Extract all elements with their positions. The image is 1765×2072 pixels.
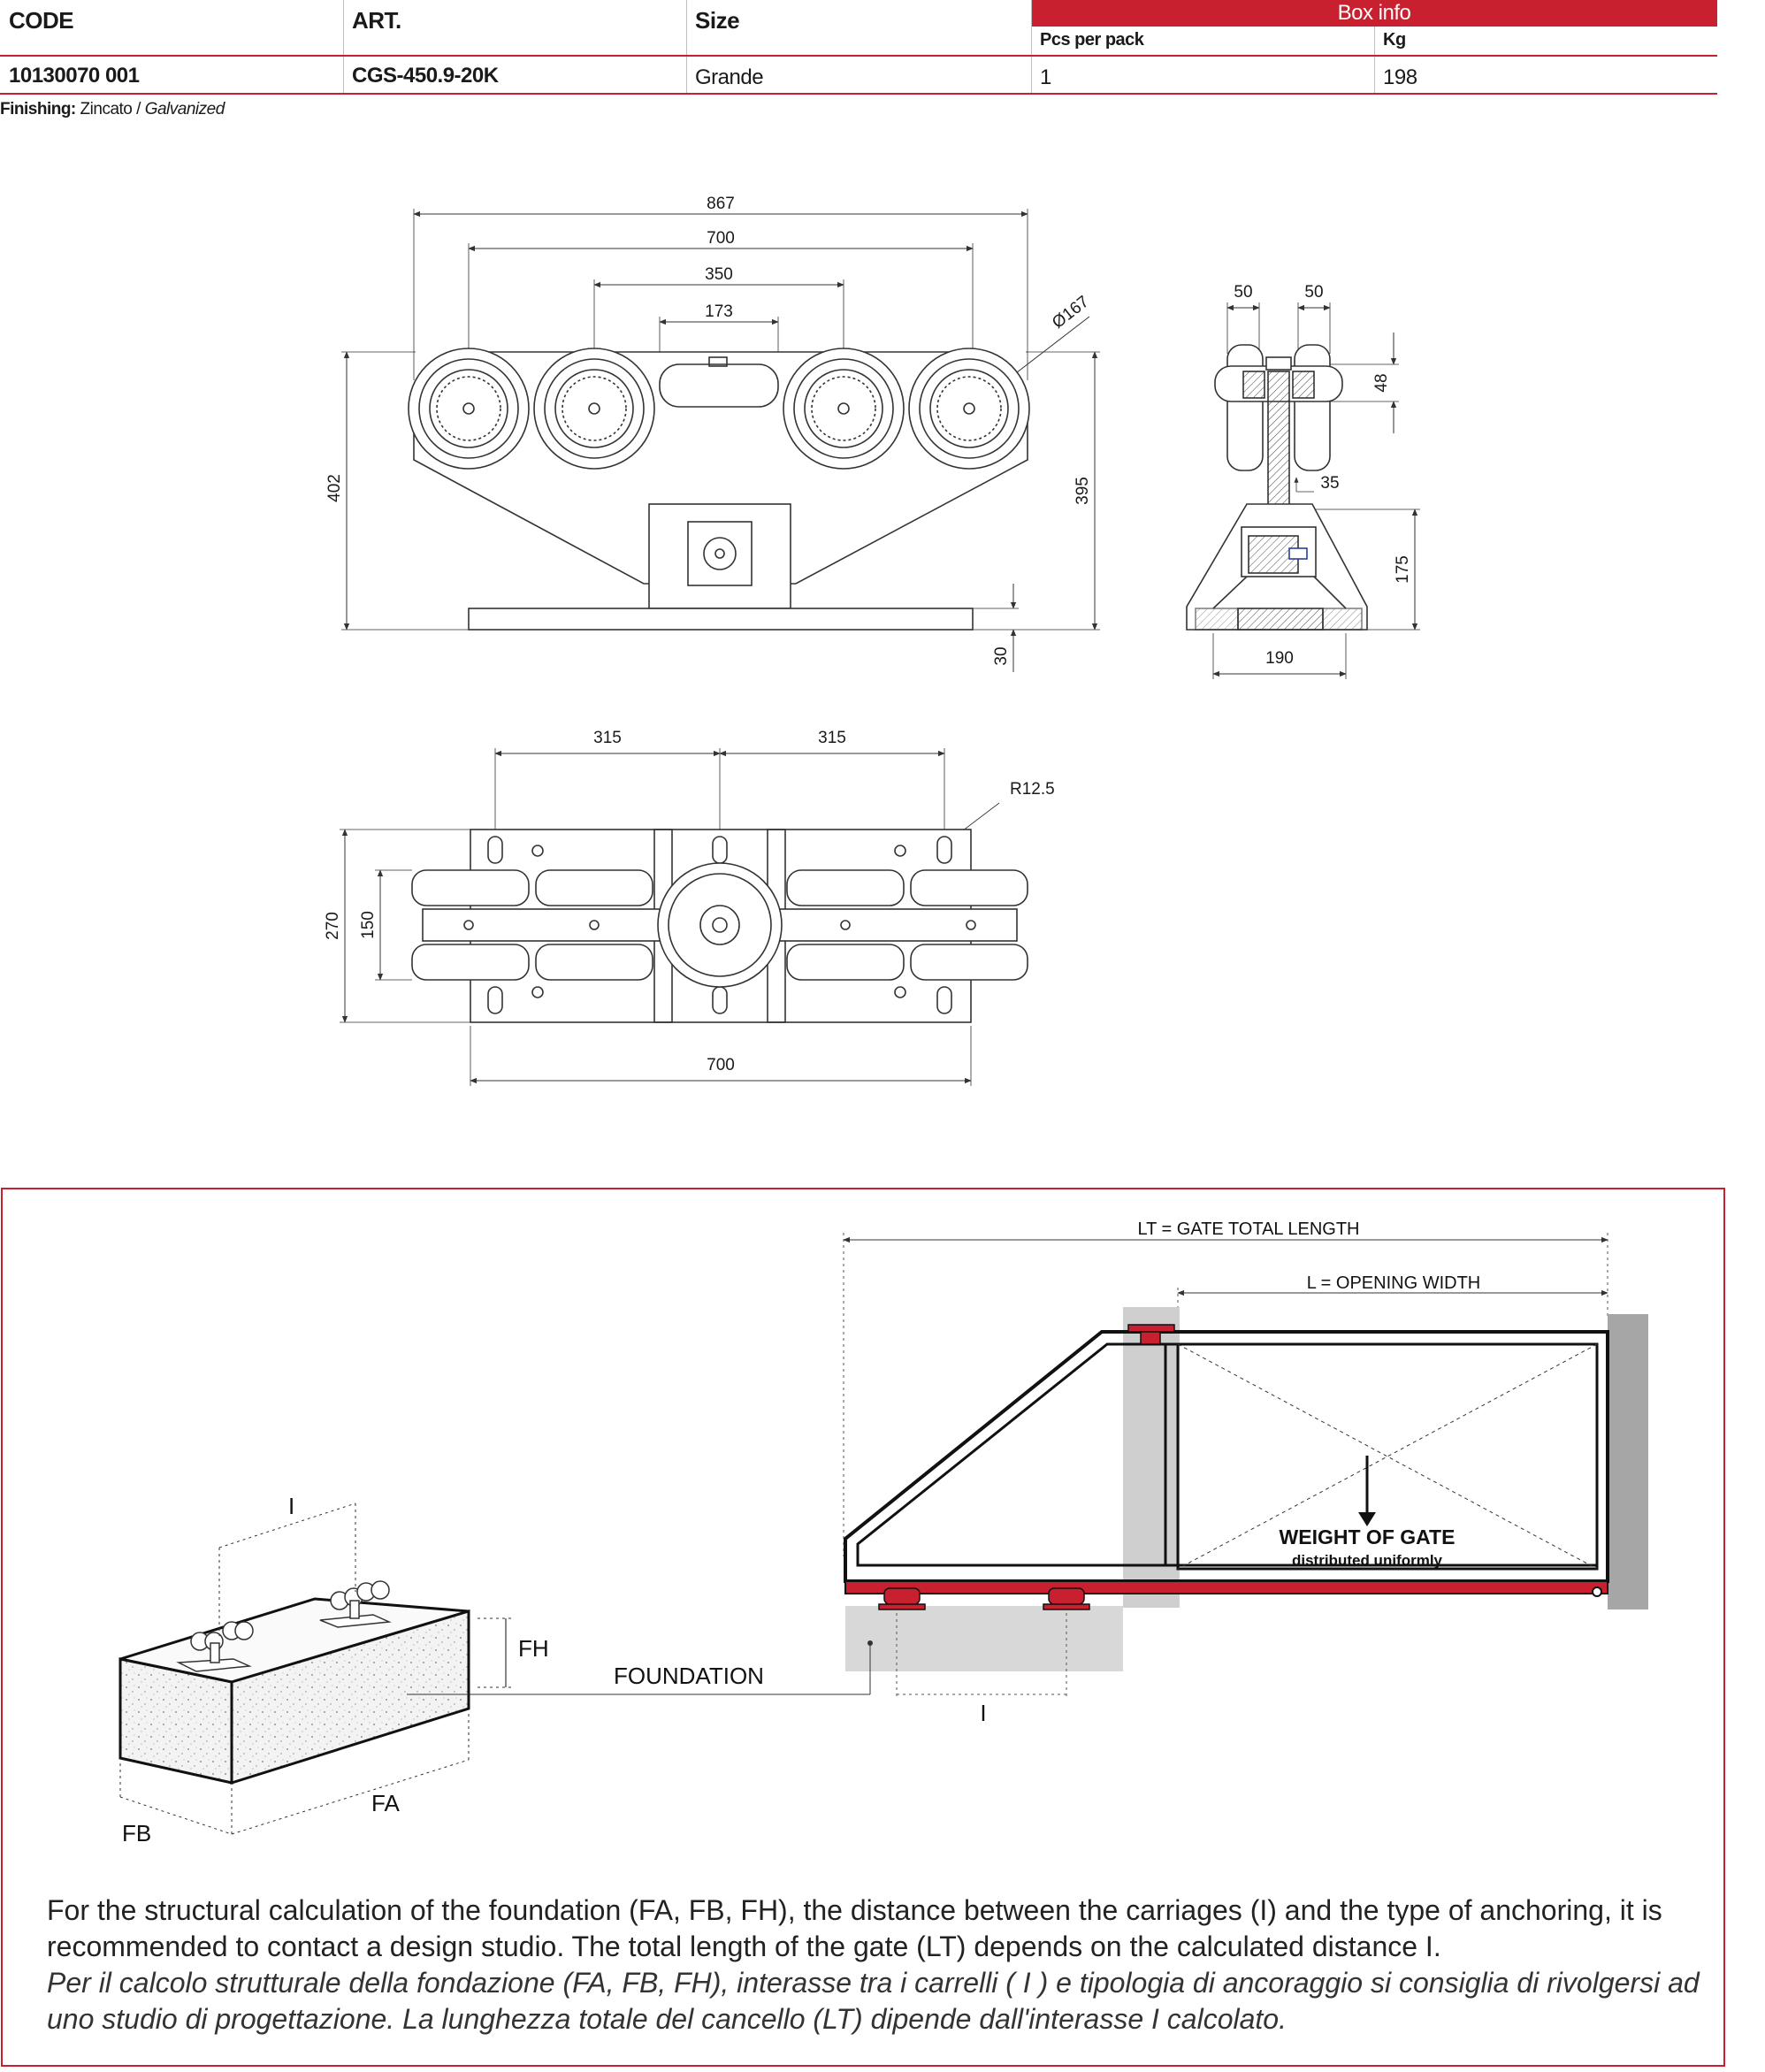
dim-402: 402 [325, 474, 344, 502]
header-pcs-per-pack: Pcs per pack [1040, 30, 1144, 50]
dim-173: 173 [705, 302, 733, 321]
dim-270: 270 [324, 912, 342, 940]
note-italian: Per il calcolo strutturale della fondazi… [47, 1967, 1700, 2035]
col-divider [686, 0, 687, 94]
cell-art: CGS-450.9-20K [352, 64, 499, 88]
dim-150: 150 [359, 911, 378, 939]
finishing-note: Finishing: Zincato / Galvanized [0, 100, 225, 119]
top-view [340, 748, 1028, 1086]
note-english: For the structural calculation of the fo… [47, 1894, 1662, 1962]
dim-395: 395 [1074, 477, 1092, 505]
dim-700: 700 [707, 229, 735, 248]
technical-drawings: 867 700 350 173 Ø167 402 395 30 [324, 195, 1420, 1086]
finishing-value: Zincato / [80, 100, 141, 119]
col-divider [1031, 0, 1032, 94]
finishing-label: Finishing: [0, 100, 76, 119]
cell-size: Grande [695, 65, 764, 89]
dim-diameter: Ø167 [1049, 293, 1093, 333]
wheel [408, 348, 530, 470]
cell-code: 10130070 001 [9, 64, 140, 88]
dim-350: 350 [705, 265, 733, 284]
cell-pcs-per-pack: 1 [1040, 65, 1051, 89]
cell-kg: 198 [1383, 65, 1417, 89]
info-panel [1, 1188, 1725, 2067]
header-size: Size [695, 7, 740, 34]
finishing-value-en: Galvanized [144, 100, 225, 119]
wheel [533, 348, 655, 470]
header-art: ART. [352, 7, 401, 34]
dim-50-right: 50 [1304, 283, 1323, 302]
dim-315-left: 315 [593, 729, 622, 747]
header-kg: Kg [1383, 30, 1406, 50]
wheel [783, 348, 905, 470]
dim-867: 867 [707, 195, 735, 213]
dim-50-left: 50 [1234, 283, 1252, 302]
side-view [1186, 302, 1420, 679]
dim-48: 48 [1372, 373, 1391, 392]
spec-table: CODE ART. Size Box info Pcs per pack Kg … [0, 0, 1717, 97]
dim-175: 175 [1394, 555, 1412, 584]
dim-700-bottom: 700 [707, 1056, 735, 1074]
dim-30: 30 [992, 646, 1011, 665]
header-rule [0, 55, 1717, 57]
header-box-info: Box info [1031, 0, 1717, 27]
row-rule [0, 93, 1717, 95]
dim-35: 35 [1320, 474, 1339, 493]
dim-315-right: 315 [818, 729, 846, 747]
col-divider [343, 0, 344, 94]
wheel [908, 348, 1030, 470]
dim-190: 190 [1265, 649, 1294, 668]
col-divider [1374, 27, 1375, 94]
header-code: CODE [9, 7, 74, 34]
front-view [341, 209, 1100, 672]
dim-radius: R12.5 [1010, 780, 1055, 799]
